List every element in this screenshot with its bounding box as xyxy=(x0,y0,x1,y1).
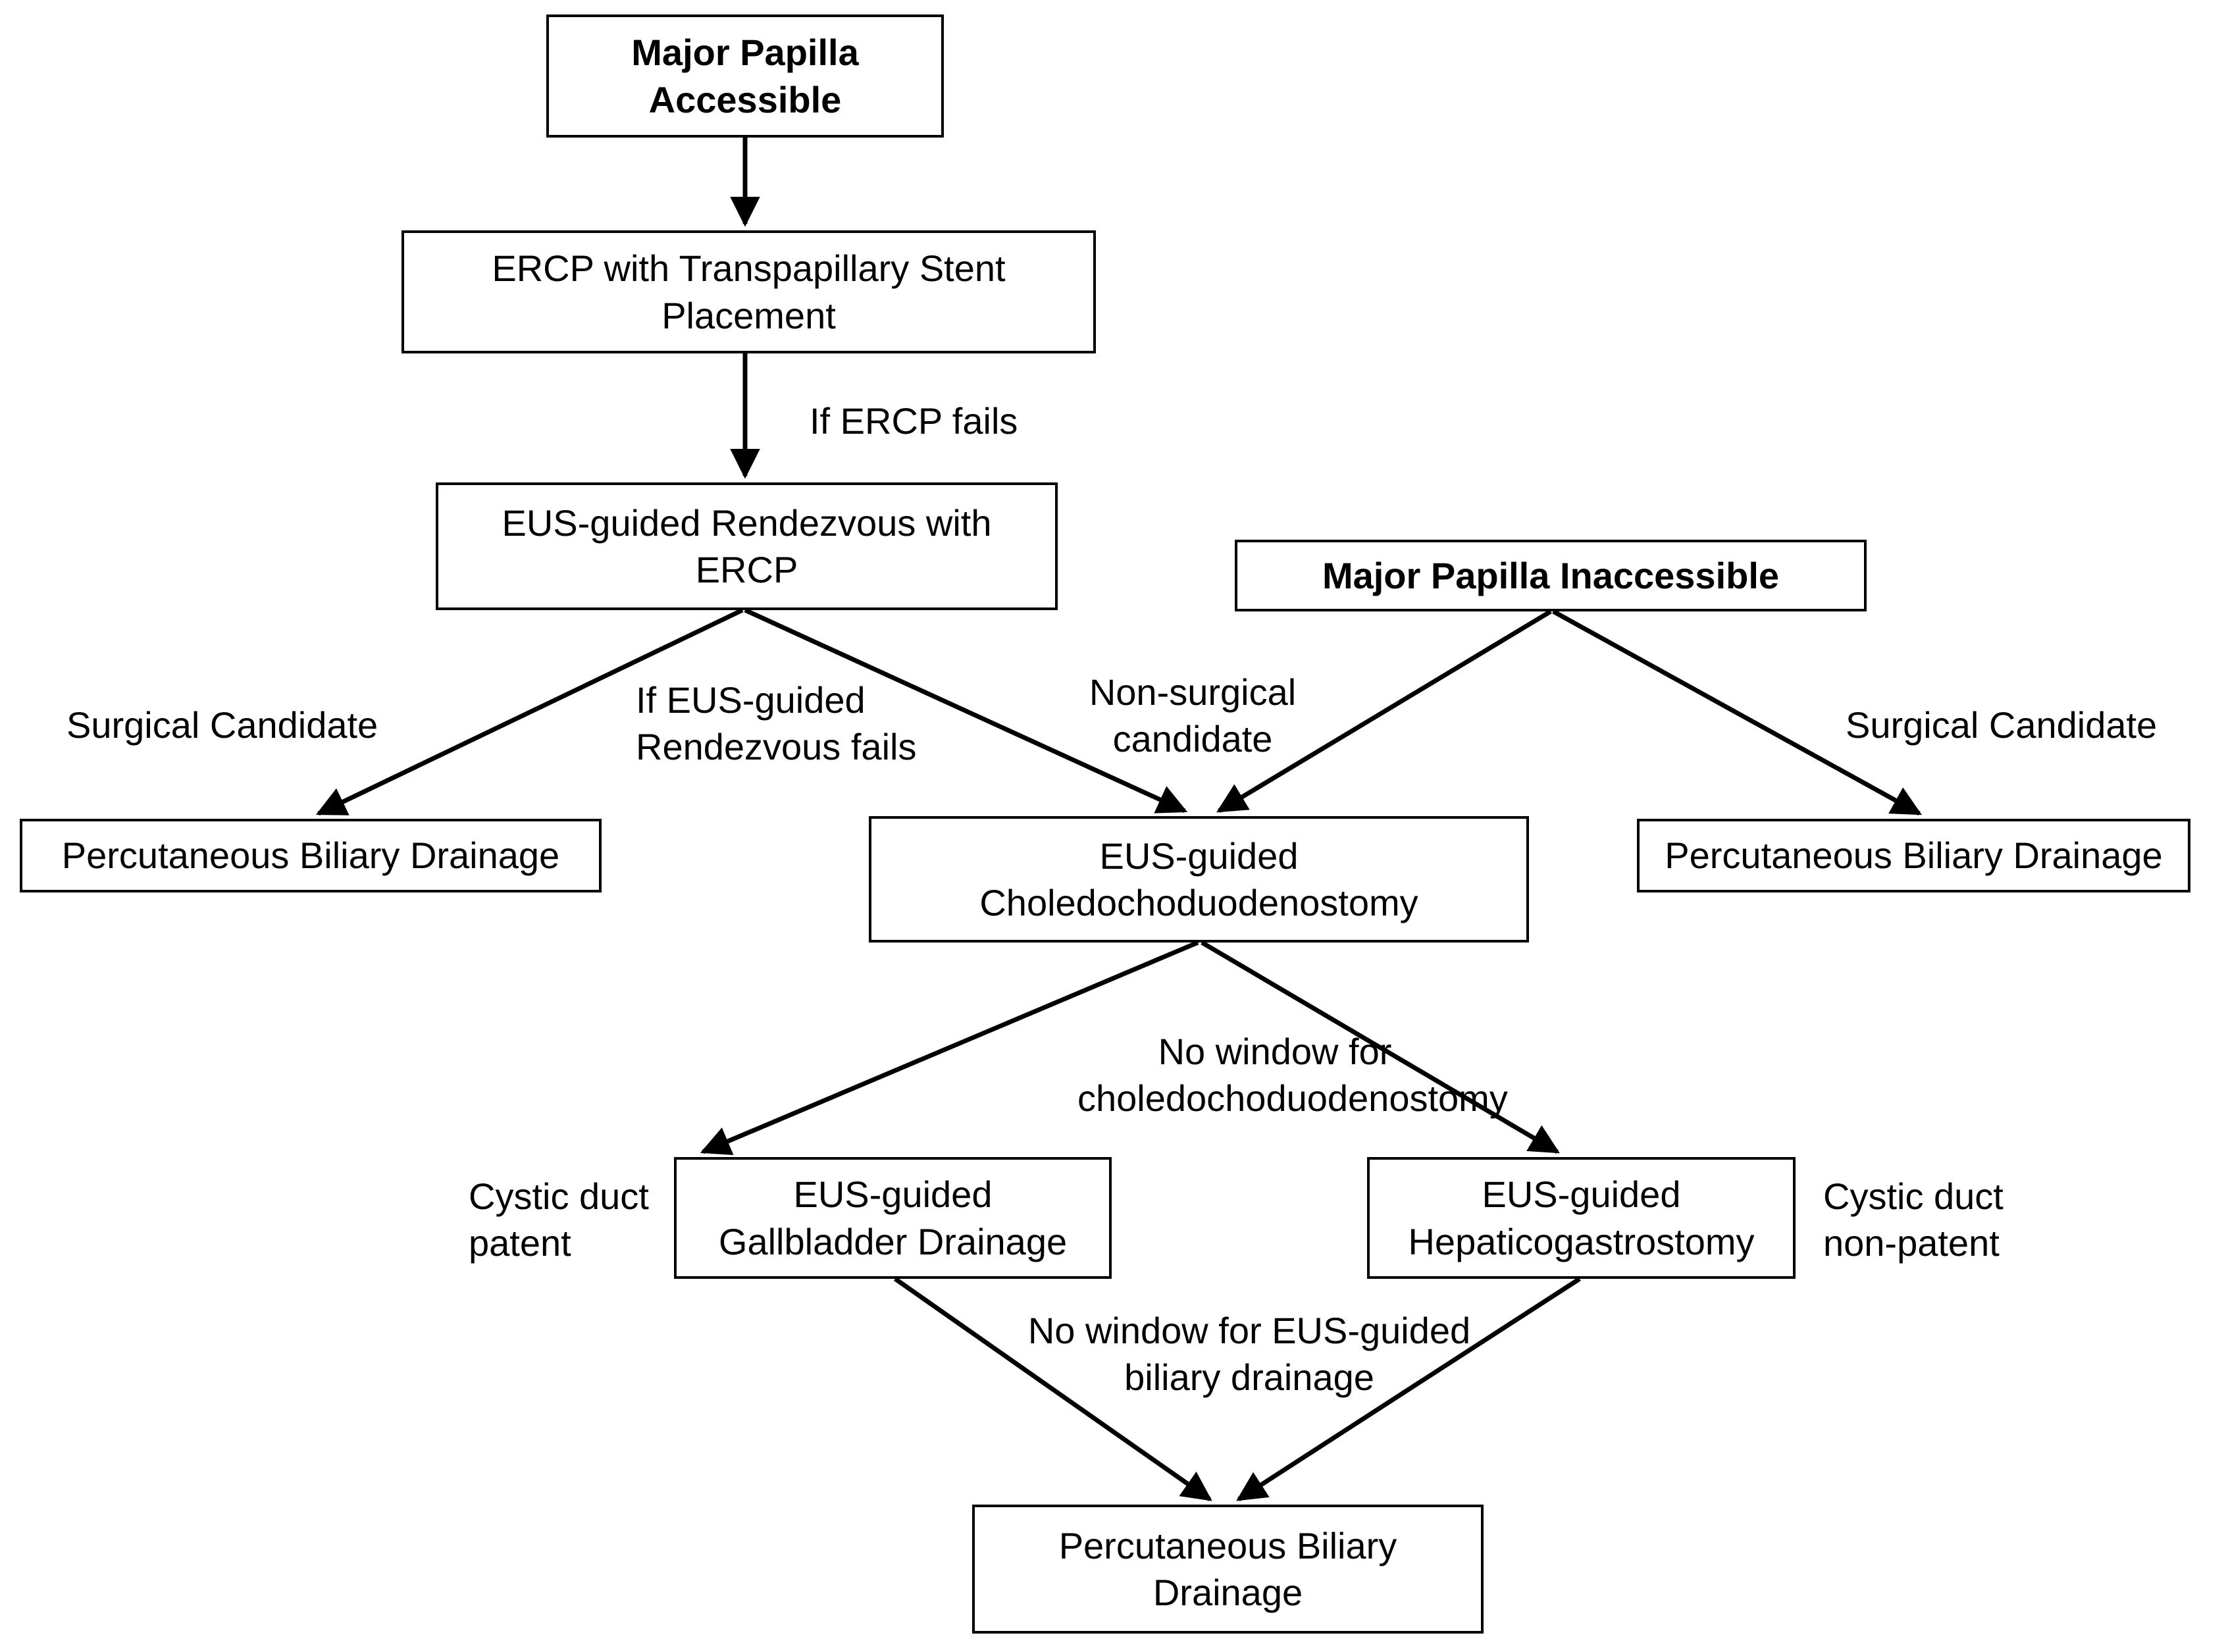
node-hepaticogastrostomy: EUS-guided Hepaticogastrostomy xyxy=(1367,1157,1796,1279)
edge-label-no-window-choledochoduodenostomy: No window for choledochoduodenostomy xyxy=(1077,1031,1508,1120)
edge-label-if-ercp-fails: If ERCP fails xyxy=(810,400,1018,442)
arrow-rendezvous-to-pbd-left xyxy=(315,607,744,816)
node-percutaneous-biliary-drainage-bottom: Percutaneous Biliary Drainage xyxy=(972,1505,1484,1634)
node-eus-rendezvous: EUS-guided Rendezvous with ERCP xyxy=(436,482,1058,610)
node-choledochoduodenostomy: EUS-guided Choledochoduodenostomy xyxy=(869,816,1529,942)
arrow-choledocho-to-gallbladder xyxy=(700,940,1199,1156)
edge-label-no-window-eus-biliary: No window for EUS-guided biliary drainag… xyxy=(1027,1310,1471,1399)
edge-label-cystic-duct-non-patent: Cystic duct non-patent xyxy=(1823,1175,2004,1264)
node-percutaneous-biliary-drainage-left: Percutaneous Biliary Drainage xyxy=(20,819,602,892)
edge-label-if-eus-rendezvous-fails: If EUS-guided Rendezvous fails xyxy=(636,679,917,768)
arrow-hepatico-to-pbd-bottom xyxy=(1236,1277,1581,1501)
arrow-inaccessible-to-choledocho xyxy=(1216,609,1552,813)
edge-label-cystic-duct-patent: Cystic duct patent xyxy=(469,1175,649,1264)
edge-label-surgical-candidate-left: Surgical Candidate xyxy=(66,704,378,746)
edge-label-non-surgical-candidate: Non-surgical candidate xyxy=(1089,671,1297,760)
arrow-gallbladder-to-pbd-bottom xyxy=(893,1277,1212,1501)
node-major-papilla-inaccessible: Major Papilla Inaccessible xyxy=(1235,540,1867,611)
arrow-choledocho-to-hepatico xyxy=(1201,940,1560,1154)
arrow-inaccessible-to-pbd-right xyxy=(1552,609,1922,816)
node-major-papilla-accessible: Major Papilla Accessible xyxy=(546,14,944,138)
edge-label-surgical-candidate-right: Surgical Candidate xyxy=(1846,704,2158,746)
node-ercp-transpapillary-stent: ERCP with Transpapillary Stent Placement xyxy=(401,230,1096,353)
node-percutaneous-biliary-drainage-right: Percutaneous Biliary Drainage xyxy=(1637,819,2190,892)
arrow-rendezvous-to-choledocho xyxy=(744,607,1188,813)
node-gallbladder-drainage: EUS-guided Gallbladder Drainage xyxy=(674,1157,1112,1279)
